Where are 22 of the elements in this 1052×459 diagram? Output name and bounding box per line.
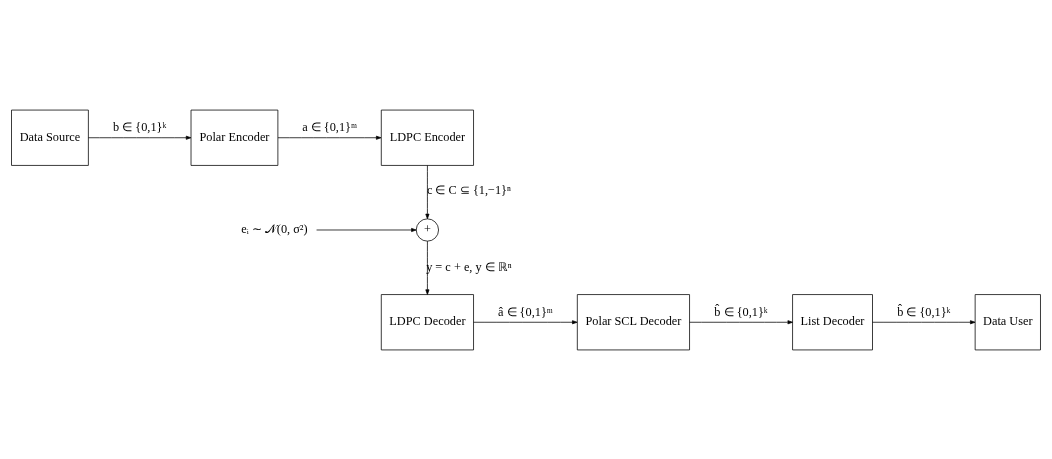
edge-label: b̂ ∈ {0,1}ᵏ [897,304,951,319]
node-text: eᵢ ∼ 𝒩(0, σ²) [241,221,308,236]
arrow [277,135,382,140]
node-box: Polar SCL Decoder [576,293,690,350]
node-box: List Decoder [792,293,873,350]
edge-label: b̂ ∈ {0,1}ᵏ [714,304,768,319]
arrow [473,319,578,324]
node-box: LDPC Decoder [380,293,474,350]
node-box: Data User [974,293,1041,350]
edge-label: â ∈ {0,1}ᵐ [498,304,553,319]
node-box: Polar Encoder [190,109,279,166]
arrow [872,319,976,324]
node-circle: + [415,217,439,242]
node-box: LDPC Encoder [380,109,474,166]
arrow [689,319,793,324]
edge-label: a ∈ {0,1}ᵐ [302,119,357,134]
edge-label: b ∈ {0,1}ᵏ [113,119,167,134]
arrow [316,227,417,232]
edge-label: c ∈ C ⊆ {1,−1}ⁿ [426,182,511,197]
arrow [425,164,430,219]
arrow [88,135,192,140]
node-box: Data Source [11,109,89,166]
